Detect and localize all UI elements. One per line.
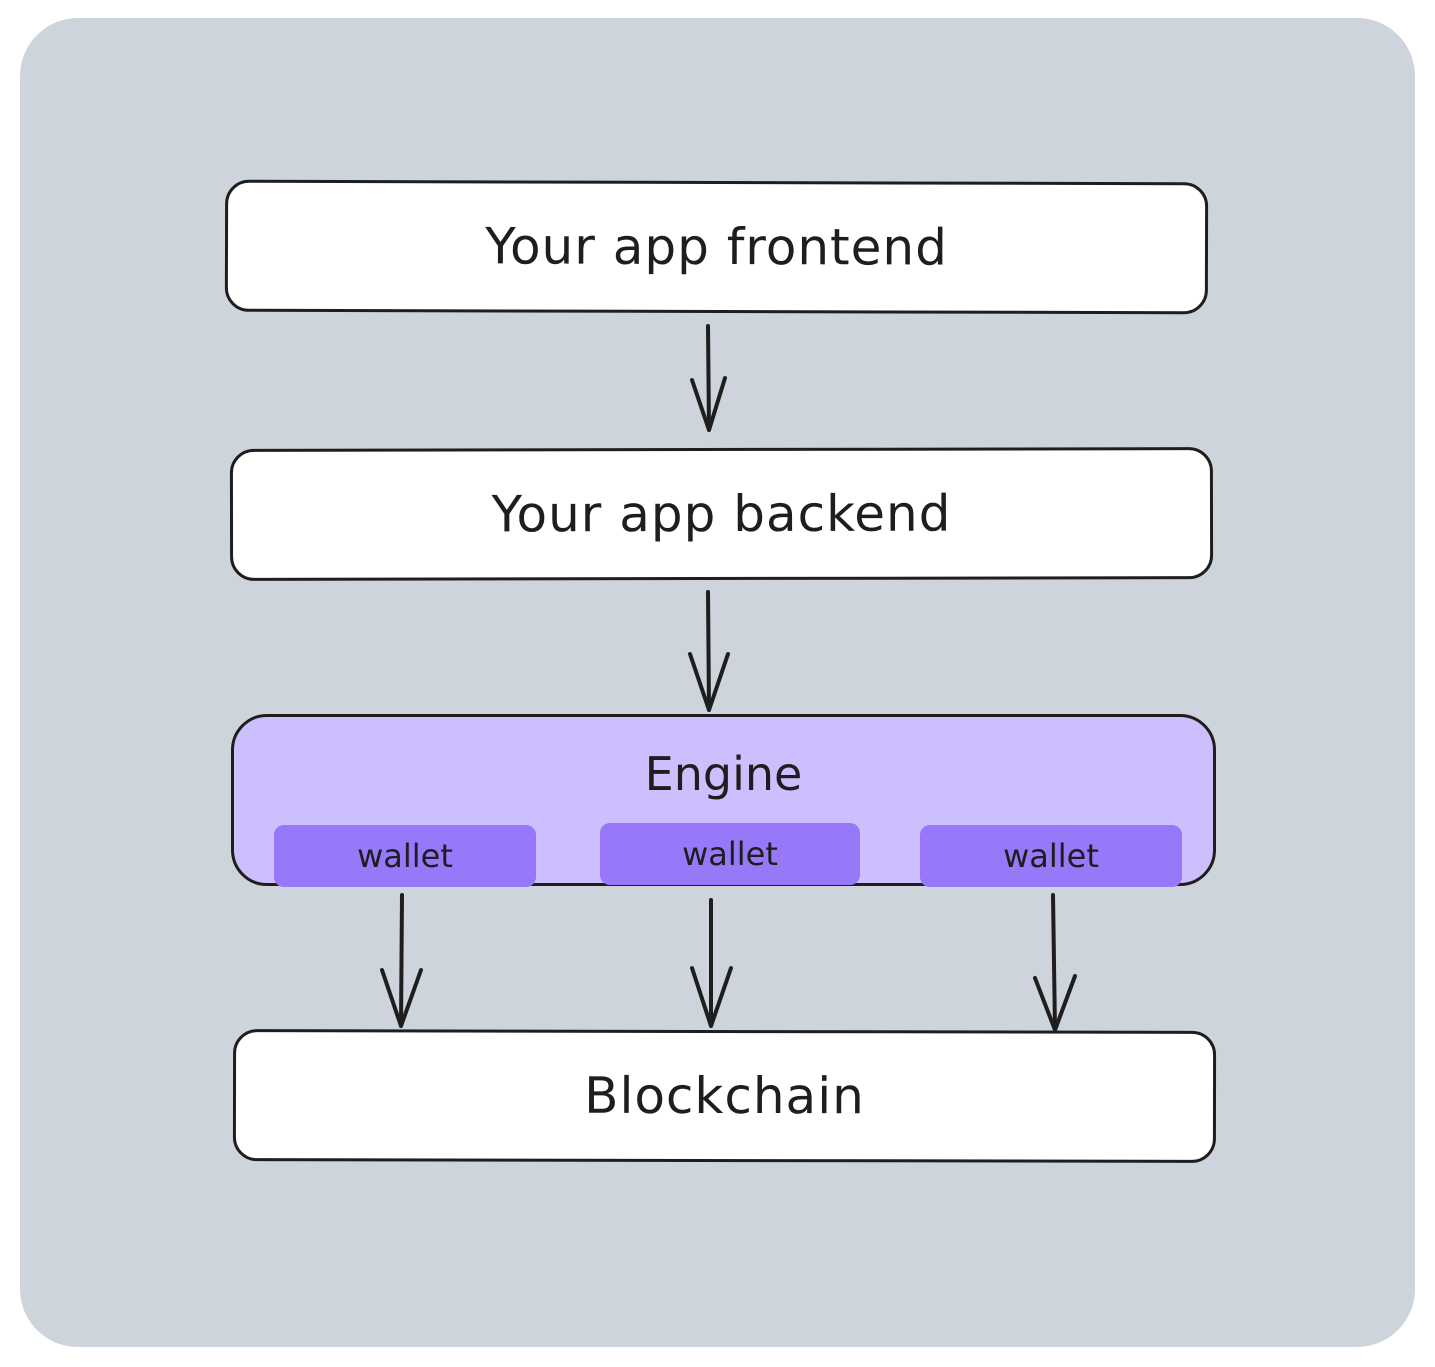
wallet-label-1: wallet [357, 837, 453, 875]
blockchain-label: Blockchain [584, 1066, 865, 1126]
app-frontend-node: Your app frontend [224, 179, 1209, 315]
blockchain-node: Blockchain [232, 1029, 1217, 1163]
engine-label: Engine [644, 747, 803, 801]
wallet-node-1: wallet [274, 825, 536, 887]
engine-node: Engine wallet wallet wallet [231, 714, 1216, 887]
app-frontend-label: Your app frontend [485, 217, 948, 277]
wallet-node-2: wallet [600, 823, 860, 885]
wallet-label-2: wallet [682, 835, 778, 873]
app-backend-label: Your app backend [491, 484, 952, 544]
wallet-node-3: wallet [920, 825, 1182, 887]
wallet-label-3: wallet [1003, 837, 1099, 875]
app-backend-node: Your app backend [229, 447, 1214, 581]
